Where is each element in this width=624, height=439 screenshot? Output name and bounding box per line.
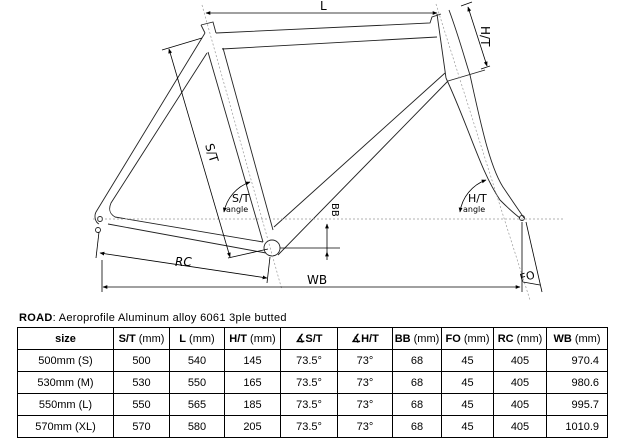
label-L: L <box>320 0 327 13</box>
column-header: ∡H/T <box>337 327 393 350</box>
table-cell: 995.7 <box>546 393 608 416</box>
table-cell: 73° <box>337 393 393 416</box>
table-cell: 565 <box>169 393 225 416</box>
label-BB: BB <box>329 203 340 217</box>
table-cell: 405 <box>493 349 547 372</box>
column-header: size <box>17 327 114 350</box>
table-cell: 45 <box>441 371 494 394</box>
table-cell: 68 <box>392 349 442 372</box>
frame-geometry-diagram: L H/T S/T S/T angle H/T angle BB RC WB F… <box>93 0 565 301</box>
label-ST-angle-word: angle <box>226 205 248 214</box>
label-ST: S/T <box>202 142 221 165</box>
table-cell: 73° <box>337 371 393 394</box>
table-cell: 68 <box>392 371 442 394</box>
table-cell: 550mm (L) <box>17 393 114 416</box>
table-cell: 530mm (M) <box>17 371 114 394</box>
table-cell: 68 <box>392 415 442 438</box>
table-cell: 185 <box>224 393 281 416</box>
table-cell: 165 <box>224 371 281 394</box>
label-HT-angle-word: angle <box>463 205 485 214</box>
column-header: FO (mm) <box>441 327 494 350</box>
column-header: L (mm) <box>169 327 225 350</box>
column-header: ∡S/T <box>280 327 338 350</box>
table-cell: 550 <box>113 393 170 416</box>
spec-title: ROAD: Aeroprofile Aluminum alloy 6061 3p… <box>19 312 287 324</box>
label-HT: H/T <box>478 26 492 47</box>
reference-lines <box>93 3 565 301</box>
label-HT-angle: H/T <box>468 192 487 205</box>
column-header: WB (mm) <box>546 327 608 350</box>
table-cell: 68 <box>392 393 442 416</box>
column-header: S/T (mm) <box>113 327 170 350</box>
table-cell: 530 <box>113 371 170 394</box>
column-header: BB (mm) <box>392 327 442 350</box>
table-cell: 73° <box>337 349 393 372</box>
table-cell: 570 <box>113 415 170 438</box>
table-cell: 73.5° <box>280 349 338 372</box>
table-cell: 500mm (S) <box>17 349 114 372</box>
table-cell: 405 <box>493 415 547 438</box>
table-cell: 73.5° <box>280 371 338 394</box>
table-cell: 73.5° <box>280 415 338 438</box>
table-cell: 550 <box>169 371 225 394</box>
table-cell: 970.4 <box>546 349 608 372</box>
label-WB: WB <box>307 273 327 287</box>
column-header: H/T (mm) <box>224 327 281 350</box>
table-cell: 980.6 <box>546 371 608 394</box>
table-cell: 500 <box>113 349 170 372</box>
table-cell: 405 <box>493 371 547 394</box>
label-FO: FO <box>518 268 536 285</box>
table-cell: 540 <box>169 349 225 372</box>
table-cell: 45 <box>441 349 494 372</box>
table-cell: 73° <box>337 415 393 438</box>
dimension-lines <box>95 1 543 293</box>
label-RC: RC <box>175 255 192 269</box>
table-cell: 580 <box>169 415 225 438</box>
table-cell: 405 <box>493 393 547 416</box>
table-cell: 73.5° <box>280 393 338 416</box>
table-cell: 570mm (XL) <box>17 415 114 438</box>
label-ST-angle: S/T <box>232 192 250 205</box>
table-cell: 45 <box>441 393 494 416</box>
column-header: RC (mm) <box>493 327 547 350</box>
table-cell: 205 <box>224 415 281 438</box>
table-cell: 1010.9 <box>546 415 608 438</box>
table-cell: 145 <box>224 349 281 372</box>
table-cell: 45 <box>441 415 494 438</box>
